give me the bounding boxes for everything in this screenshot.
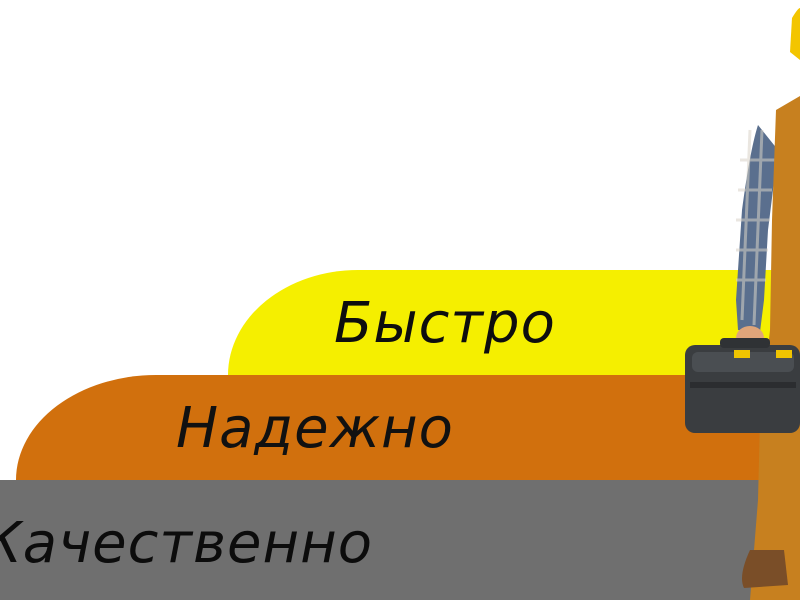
band-quality: Качественно: [0, 480, 800, 600]
toolbox-icon: [685, 338, 800, 433]
helmet-icon: [790, 8, 800, 60]
band-quality-label: Качественно: [0, 511, 373, 576]
band-fast: Быстро: [228, 270, 800, 382]
band-reliable-label: Надежно: [176, 396, 454, 461]
band-fast-label: Быстро: [334, 291, 556, 356]
plaid-pattern: [736, 129, 776, 326]
band-reliable: Надежно: [16, 375, 800, 485]
worker-illustration: [685, 8, 800, 600]
boot: [742, 550, 788, 588]
